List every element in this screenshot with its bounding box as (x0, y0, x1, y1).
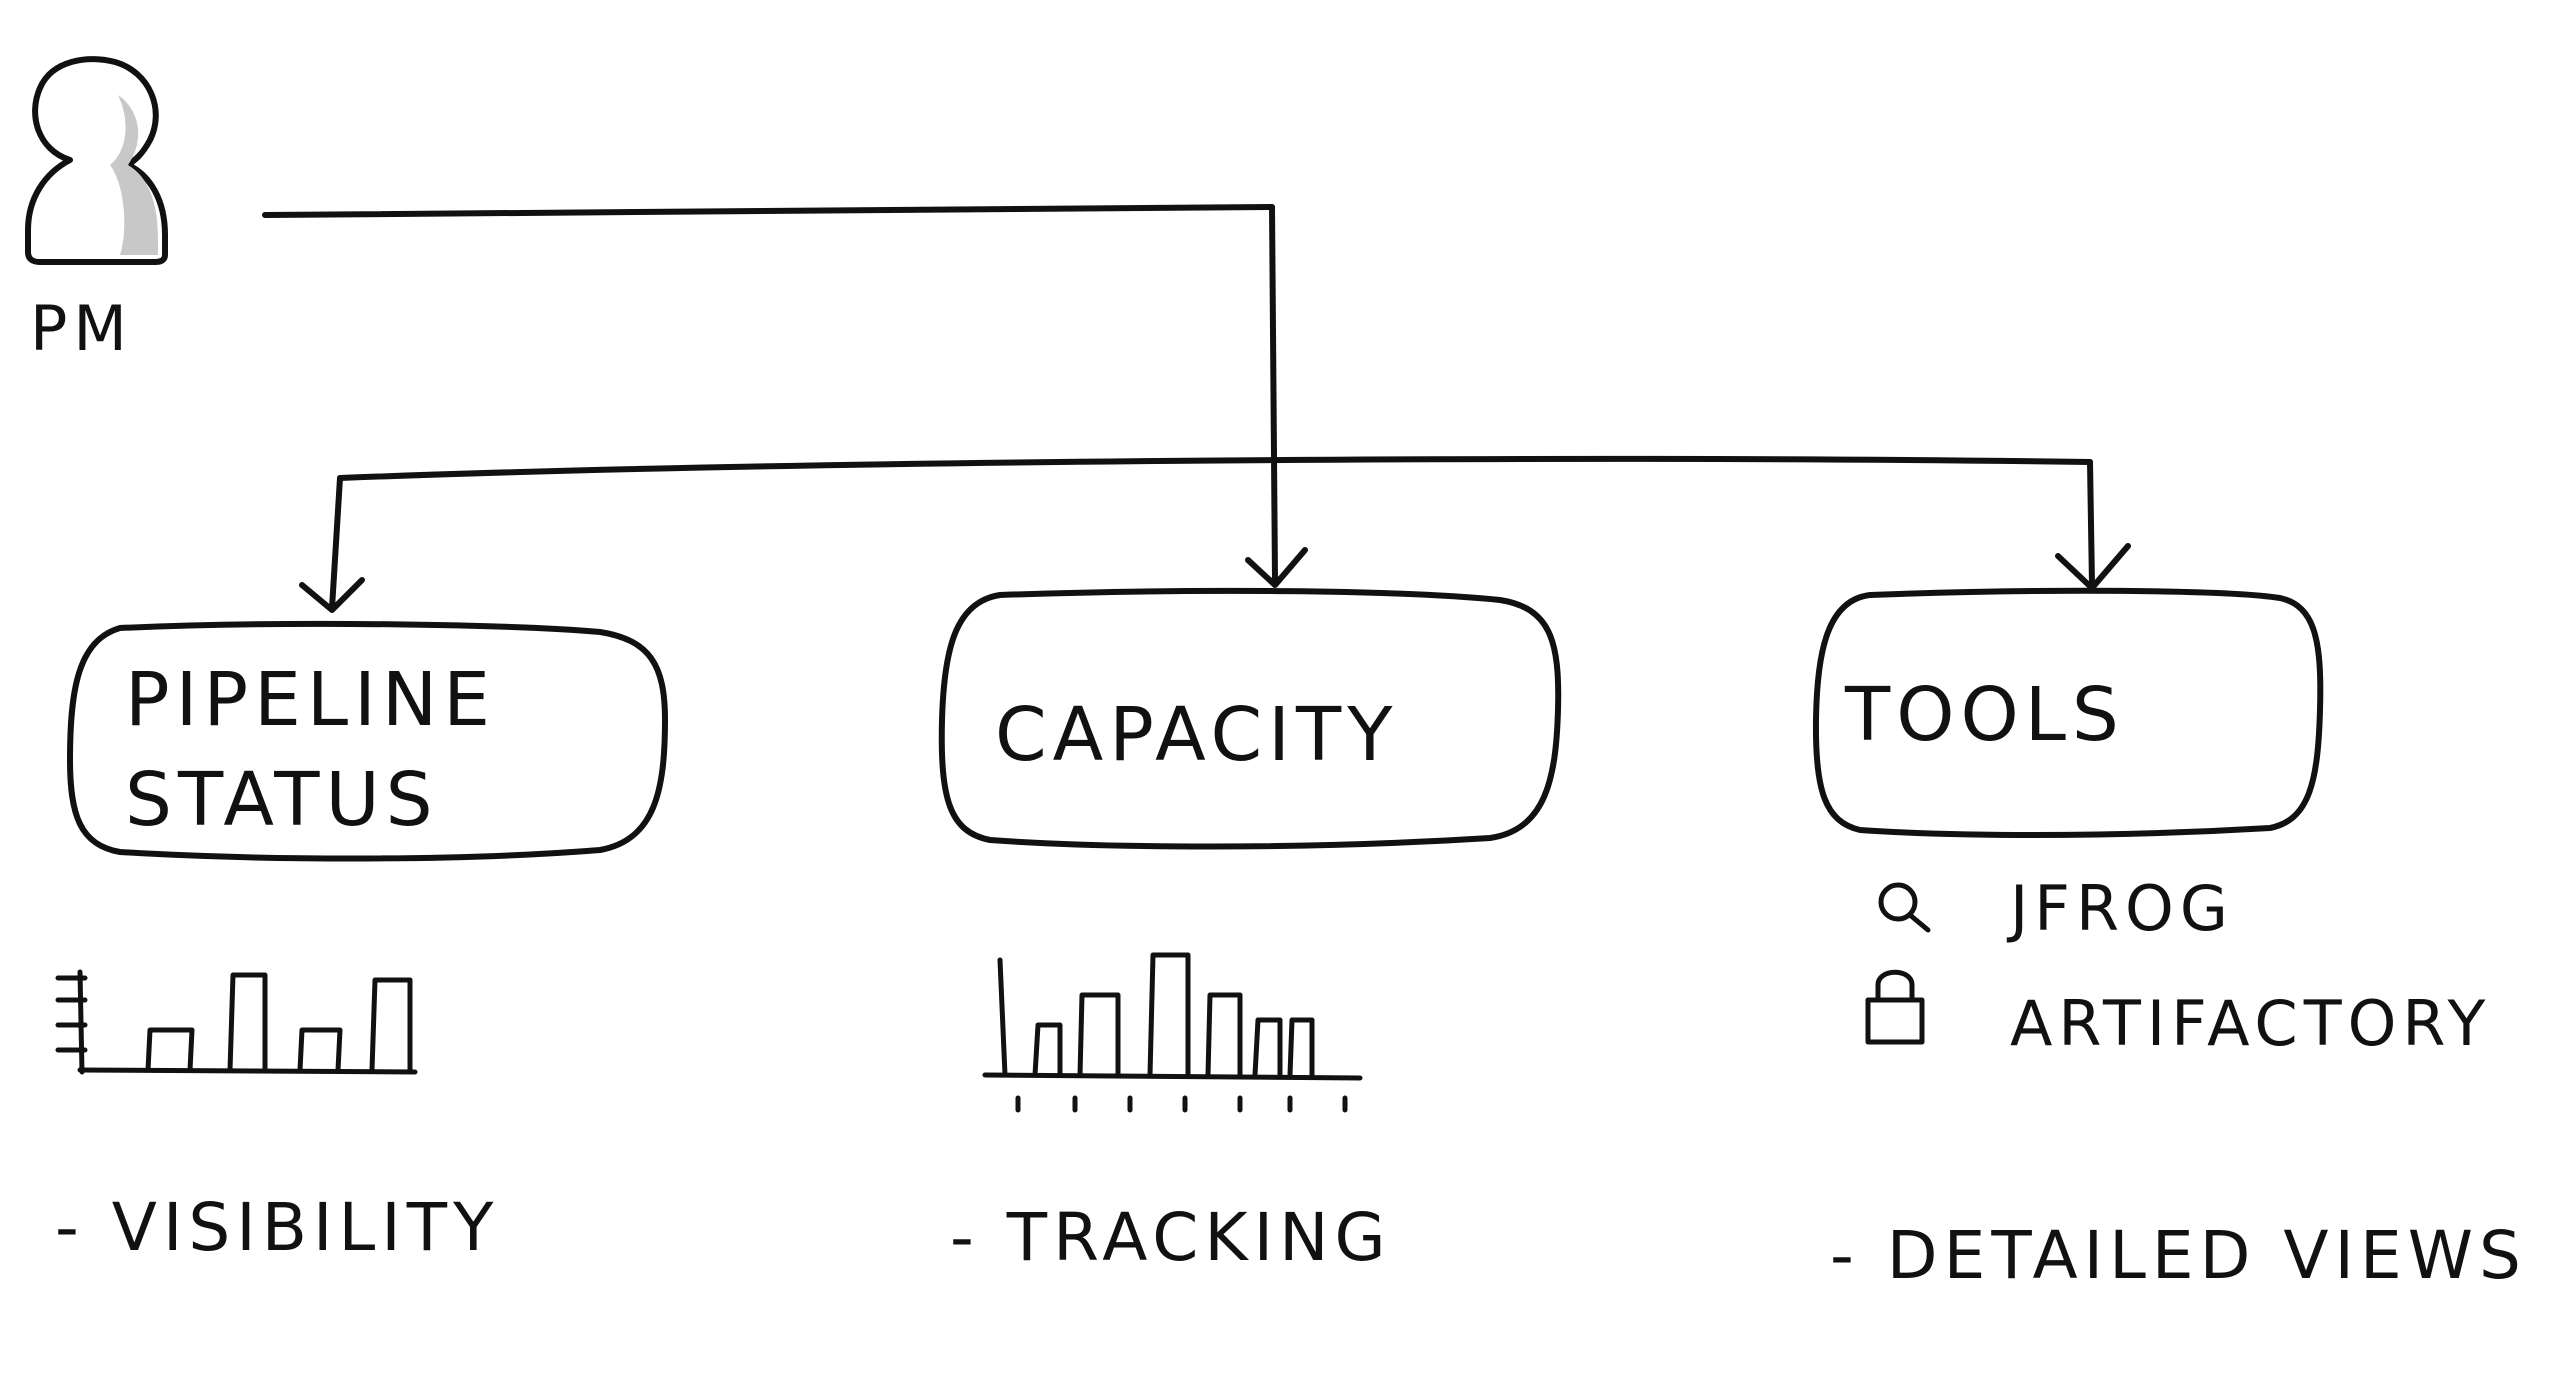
person-icon (25, 56, 168, 265)
box-pipeline-line-1: PIPELINE (125, 657, 496, 743)
box-pipeline-line-2: STATUS (125, 757, 439, 843)
search-icon (1878, 882, 1931, 933)
box-pipeline-status (67, 620, 668, 862)
bullet-detailed-views: - DETAILED VIEWS (1830, 1217, 2527, 1294)
bar-chart-icon (982, 952, 1363, 1113)
box-tools (1812, 587, 2324, 838)
box-tools-line-1: TOOLS (1844, 672, 2125, 758)
connector-lines (262, 204, 2095, 611)
tools-item-artifactory: ARTIFACTORY (2010, 987, 2491, 1060)
tools-item-jfrog: JFROG (2006, 872, 2234, 945)
box-capacity-line-1: CAPACITY (995, 692, 1398, 778)
box-capacity (938, 587, 1562, 850)
actor-label: PM (30, 292, 133, 365)
lock-icon (1865, 969, 1925, 1045)
bullet-visibility: - VISIBILITY (55, 1189, 499, 1266)
bullet-tracking: - TRACKING (950, 1199, 1392, 1276)
bar-chart-icon (55, 969, 418, 1075)
